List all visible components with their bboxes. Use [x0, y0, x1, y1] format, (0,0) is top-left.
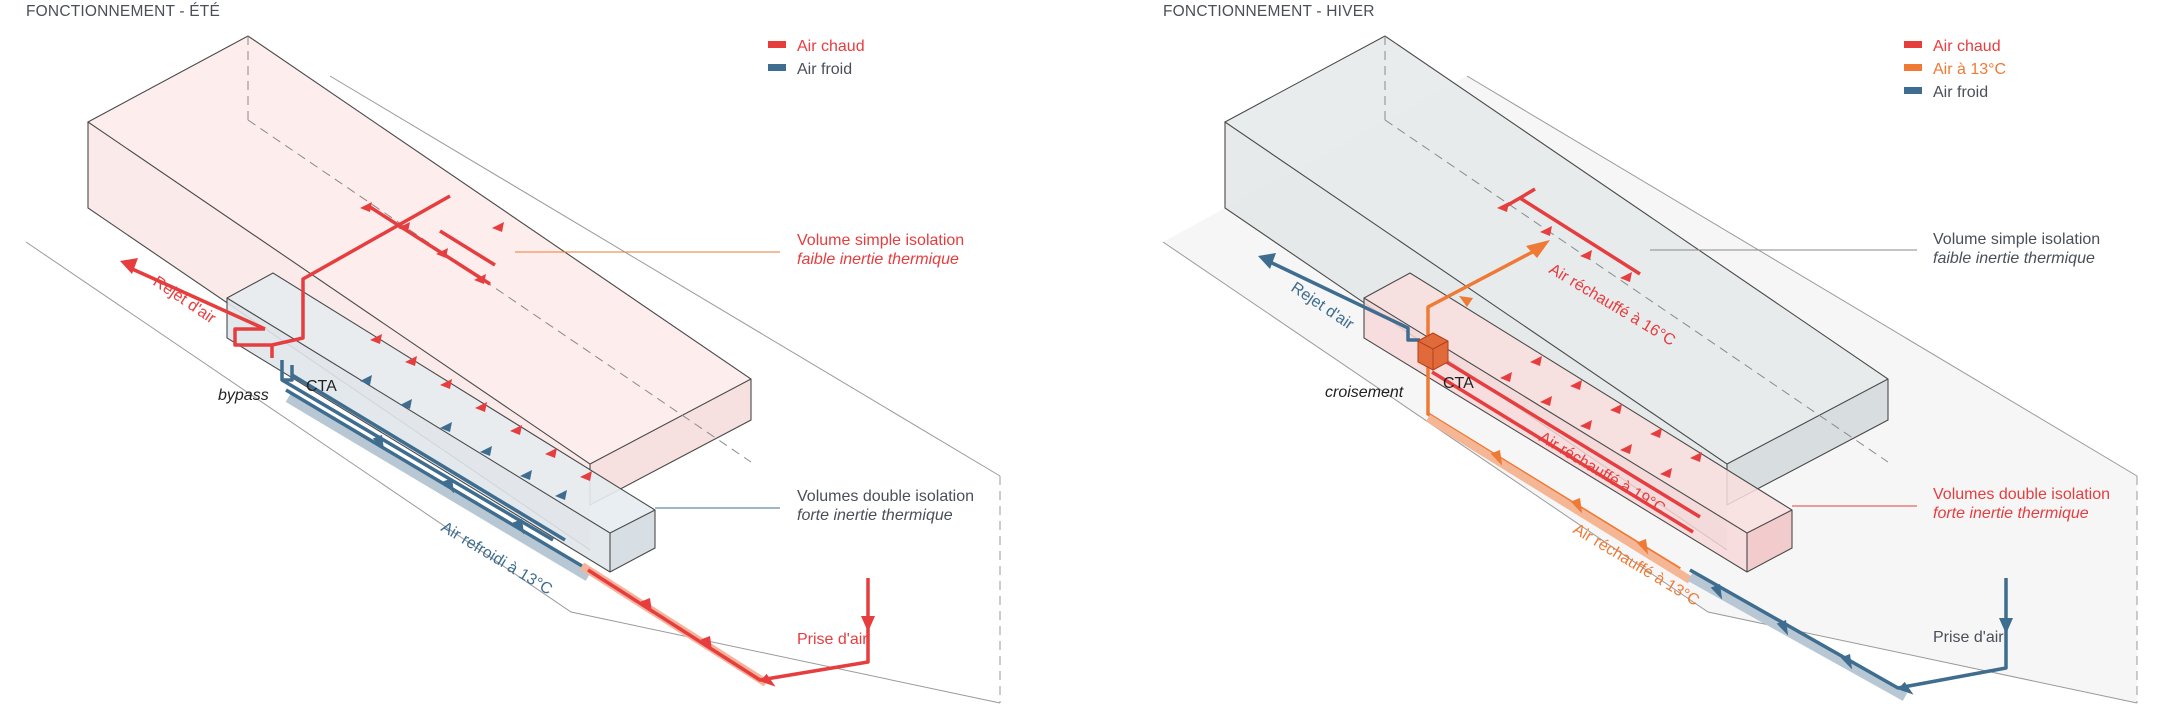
winter-cold-shadow [1687, 573, 1908, 701]
winter-legend-swatch-hot [1904, 41, 1922, 48]
winter-legend-cold: Air froid [1933, 84, 1988, 101]
winter-mid-shadow [1425, 414, 1693, 584]
winter-big-volume-side [1727, 379, 1888, 505]
summer-volume-simple-line2: faible inertie thermique [797, 251, 959, 268]
summer-cold-arrows [372, 435, 525, 535]
summer-big-volume-hidden [247, 36, 752, 463]
winter-intake-duct [1689, 568, 2008, 690]
summer-legend-cold: Air froid [797, 61, 852, 78]
winter-big-volume-top [1225, 36, 1888, 464]
summer-cold-vent-arrows [360, 375, 567, 500]
winter-hot-vent-arrows [1497, 202, 1702, 478]
winter-legend-swatch-cold [1904, 87, 1922, 94]
winter-prise-label: Prise d'air [1933, 629, 2004, 646]
winter-ground-plane [1162, 241, 2138, 704]
summer-legend-swatch-hot [768, 41, 786, 48]
summer-ground-plane [25, 241, 1001, 704]
summer-title: FONCTIONNEMENT - ÉTÉ [26, 3, 220, 20]
winter-volume-double-line1: Volumes double isolation [1933, 486, 2110, 503]
winter-mid-arrows [1490, 450, 1649, 555]
winter-double-volume-top [1364, 273, 1792, 572]
summer-double-volume-front [227, 298, 610, 572]
summer-volume-double-line2: forte inertie thermique [797, 507, 953, 524]
winter-cta-label: CTA [1443, 375, 1474, 392]
summer-intake-arrowhead [861, 616, 875, 632]
winter-volume-double-line2: forte inertie thermique [1933, 505, 2089, 522]
winter-volume-simple-line1: Volume simple isolation [1933, 231, 2100, 248]
summer-hot-vent-arrows [360, 202, 592, 481]
winter-panel: FONCTIONNEMENT - HIVER [1162, 3, 2138, 704]
summer-legend-swatch-cold [768, 64, 786, 71]
winter-double-volume-side [1747, 510, 1792, 572]
winter-cold-arrows [1710, 584, 1914, 695]
summer-double-volume-side [610, 510, 655, 572]
summer-legend-hot: Air chaud [797, 38, 865, 55]
summer-cold-shadow [285, 394, 591, 581]
winter-exchanger-cube [1417, 332, 1449, 371]
winter-legend-mid: Air à 13°C [1933, 61, 2006, 78]
summer-cold-supply [285, 388, 583, 568]
summer-panel: FONCTIONNEMENT - ÉTÉ [25, 3, 1001, 704]
winter-rejet-arrowhead [1258, 253, 1276, 269]
winter-croisement-label: croisement [1325, 384, 1404, 401]
summer-double-volume-edges [226, 272, 656, 573]
winter-mid-arrowhead-small [1459, 296, 1473, 307]
summer-hot-air-duct [129, 194, 496, 358]
summer-prise-label: Prise d'air [797, 631, 868, 648]
winter-volume-simple-line2: faible inertie thermique [1933, 250, 2095, 267]
summer-volume-simple-line1: Volume simple isolation [797, 232, 964, 249]
winter-ground-back [1466, 75, 2138, 477]
summer-cold-air-duct [280, 360, 566, 542]
winter-rejet-duct [1269, 260, 1420, 342]
summer-intake-duct [587, 568, 870, 682]
winter-big-volume-hidden [1384, 36, 1889, 463]
summer-bypass-label: bypass [218, 387, 269, 404]
winter-double-volume-edges [1363, 272, 1793, 573]
summer-rejet-arrowhead [120, 258, 138, 274]
summer-big-volume-top [88, 36, 751, 464]
summer-big-volume-side [590, 379, 751, 505]
summer-cta-label: CTA [306, 378, 337, 395]
summer-double-volume-top [227, 273, 655, 572]
winter-title: FONCTIONNEMENT - HIVER [1163, 3, 1375, 20]
summer-volume-double-line1: Volumes double isolation [797, 488, 974, 505]
winter-double-volume-front [1364, 298, 1747, 572]
summer-ground-back [329, 75, 1001, 477]
winter-legend-hot: Air chaud [1933, 38, 2001, 55]
winter-intake-arrowhead [1999, 618, 2013, 634]
winter-mid-arrowhead-up [1526, 240, 1550, 258]
summer-intake-arrows [640, 598, 776, 687]
winter-legend-swatch-mid [1904, 64, 1922, 71]
